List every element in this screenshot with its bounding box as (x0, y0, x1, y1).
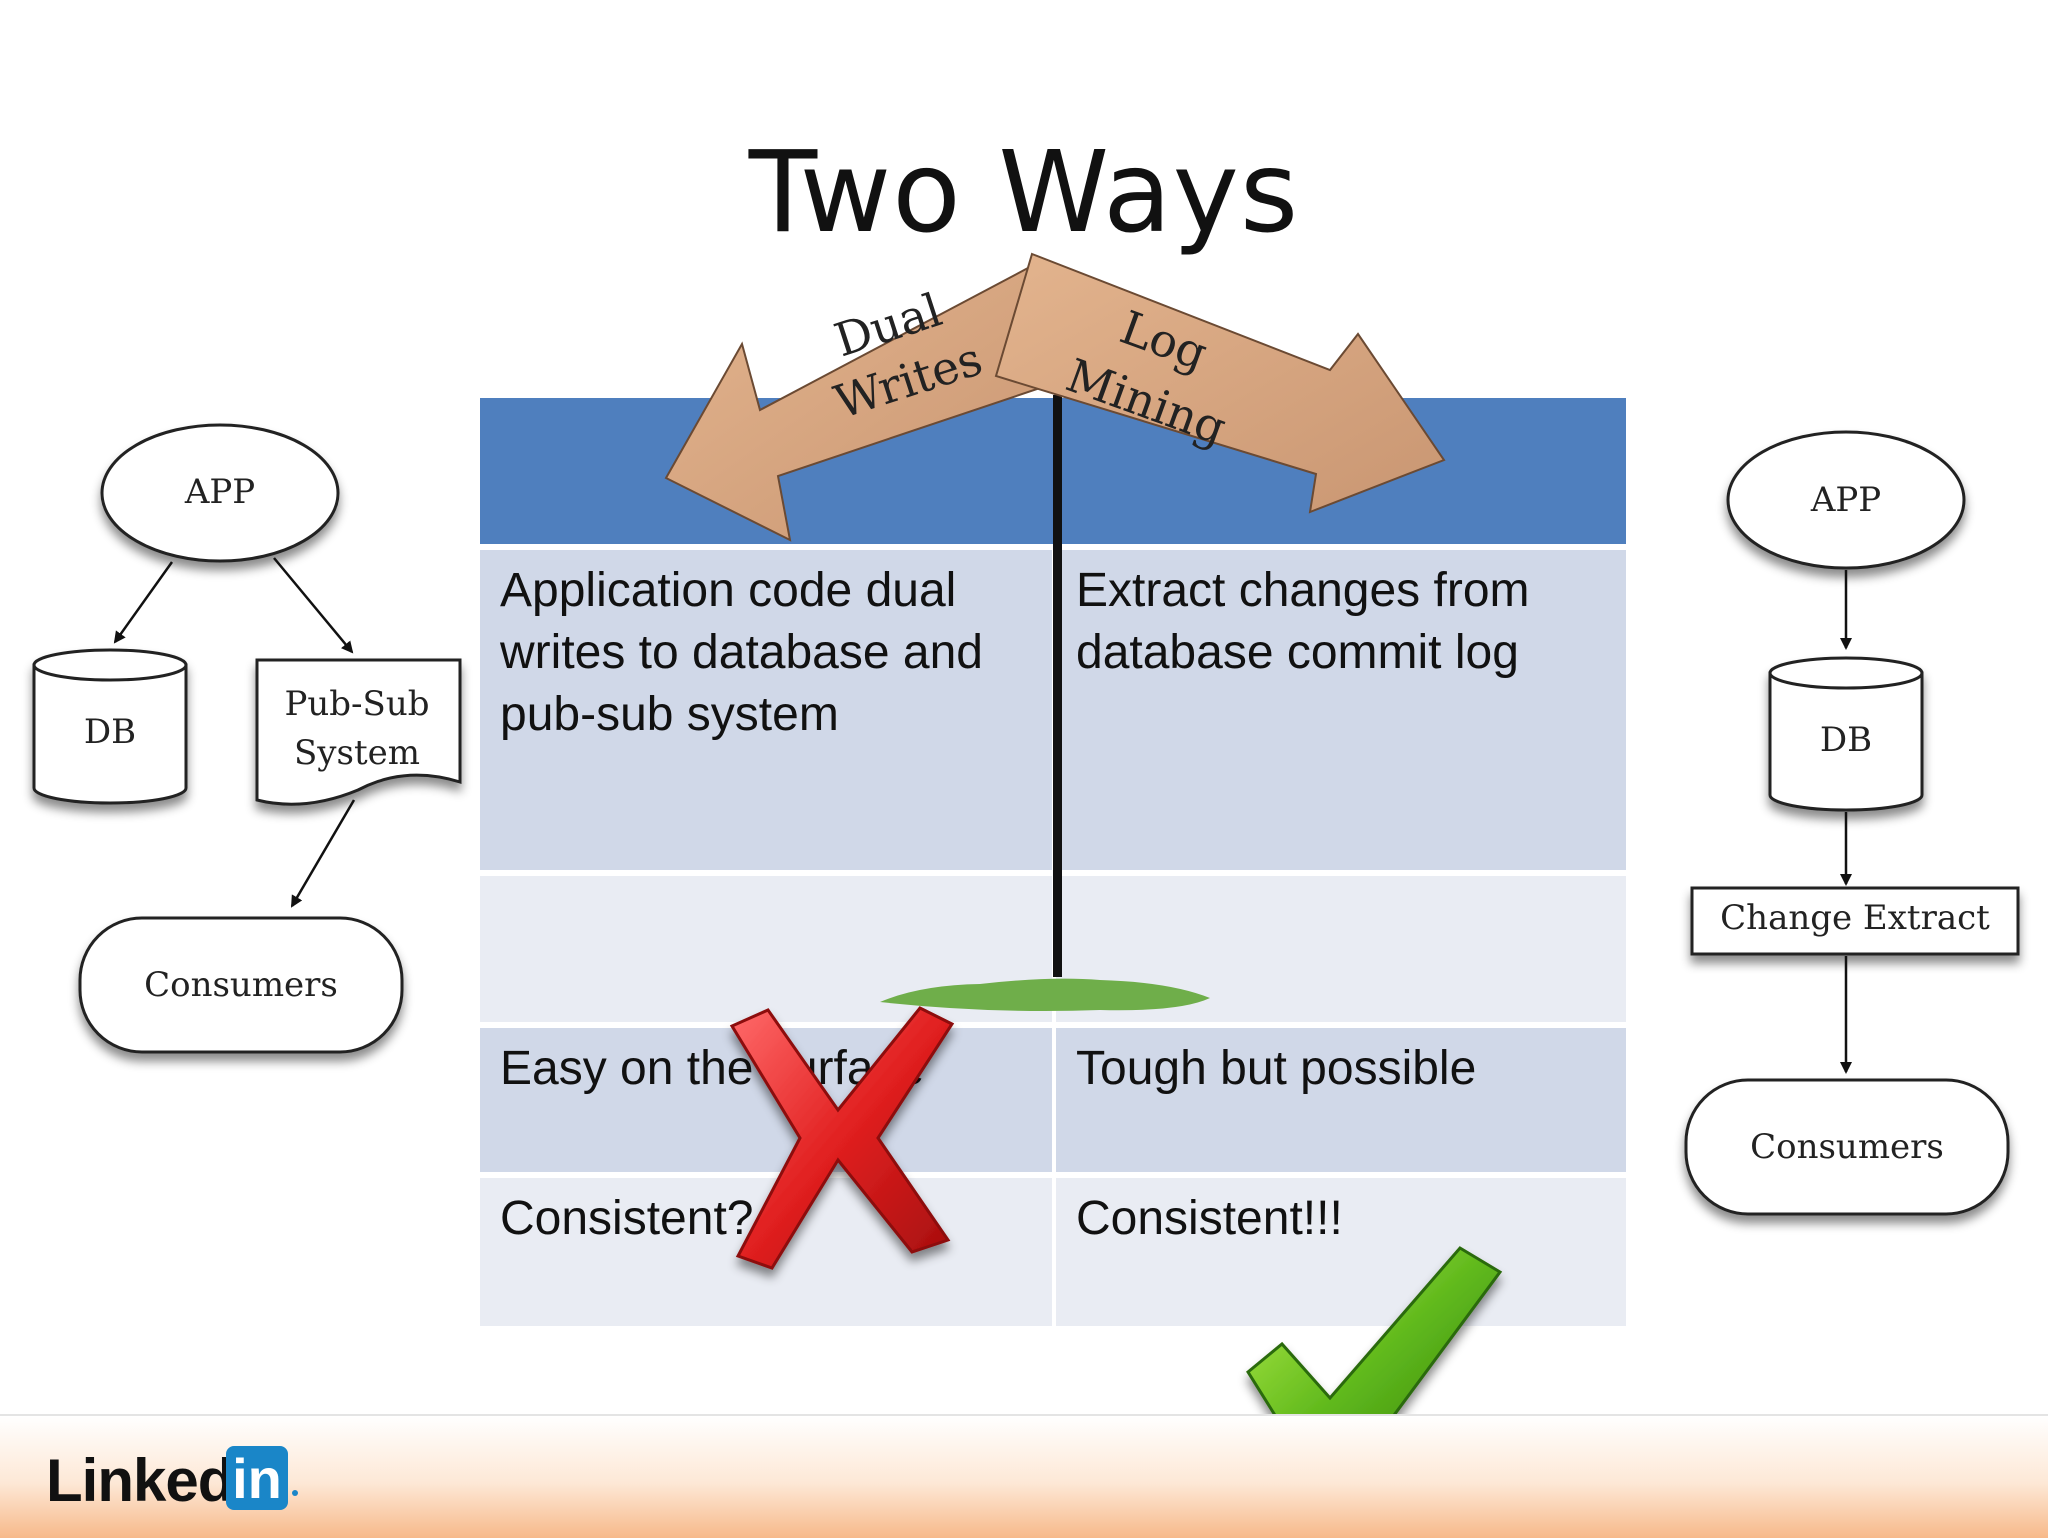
red-x-icon (729, 1006, 955, 1270)
linkedin-logo-box: in (226, 1446, 288, 1510)
table-cell: Easy on the surface (480, 1028, 1052, 1172)
grass (880, 978, 1210, 1011)
pubsub-label-line1: Pub-Sub (284, 684, 430, 724)
db-node (1768, 656, 1924, 812)
logo-dot (292, 1490, 298, 1496)
table-row (480, 876, 1626, 1022)
db-label: DB (1819, 720, 1873, 760)
pubsub-label-line2: System (294, 733, 420, 773)
pubsub-node (255, 658, 462, 806)
log-mining-sign (994, 252, 1446, 514)
signpost-pole (1053, 395, 1062, 977)
table-cell: Application code dual writes to database… (480, 550, 1052, 870)
arrow (273, 557, 354, 654)
db-node (32, 648, 188, 805)
db-label: DB (83, 712, 137, 752)
app-label: APP (184, 472, 256, 512)
change-extract-node (1690, 886, 2020, 956)
footer-bar (0, 1414, 2048, 1538)
right-diagram (1684, 430, 2020, 1216)
signpost (664, 252, 1446, 1011)
change-extract-label: Change Extract (1720, 898, 1990, 938)
left-diagram (32, 423, 462, 1054)
consumers-node (1684, 1078, 2010, 1216)
arrow (113, 561, 174, 644)
consumers-label: Consumers (144, 965, 338, 1005)
app-node (1726, 430, 1966, 570)
table-cell: Tough but possible (1056, 1028, 1626, 1172)
dual-writes-sign (664, 266, 1060, 542)
table-row: Application code dual writes to database… (480, 550, 1626, 870)
consumers-label: Consumers (1750, 1127, 1944, 1167)
consumers-node (78, 916, 404, 1054)
app-node (100, 423, 340, 563)
linkedin-logo-text: Linked (46, 1447, 234, 1514)
app-label: APP (1810, 480, 1882, 520)
table-cell: Consistent!!! (1056, 1178, 1626, 1326)
table-row: Easy on the surface Tough but possible (480, 1028, 1626, 1172)
slide-title: Two Ways (748, 128, 1300, 258)
arrow (290, 799, 356, 908)
table-cell: Extract changes from database commit log (1056, 550, 1626, 870)
